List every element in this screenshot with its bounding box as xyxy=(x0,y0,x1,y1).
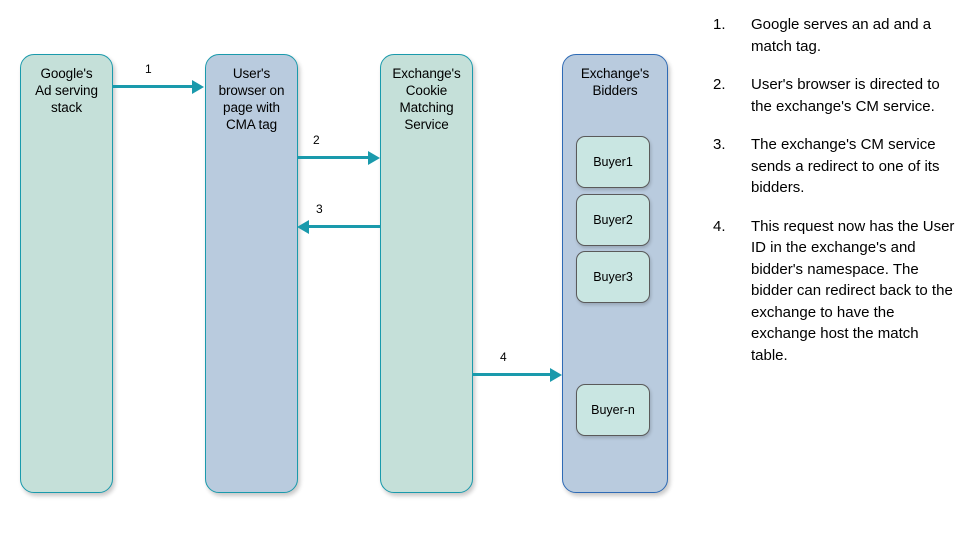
step-1-number: 1. xyxy=(713,16,726,33)
arrow-4-cms-to-bidders xyxy=(473,367,562,382)
lane-browser-label: User's browser on page with CMA tag xyxy=(218,66,285,132)
arrow-2-label: 2 xyxy=(313,133,320,147)
arrow-3-cms-to-browser xyxy=(297,219,380,234)
arrow-1-google-to-browser xyxy=(112,79,204,94)
arrow-2-browser-to-cms xyxy=(297,150,380,165)
lane-cms-label: Exchange's Cookie Matching Service xyxy=(392,66,461,132)
arrow-4-label: 4 xyxy=(500,350,507,364)
buyer-box-3[interactable]: Buyer3 xyxy=(576,251,650,303)
lane-user-browser: User's browser on page with CMA tag xyxy=(205,54,298,493)
step-2-number: 2. xyxy=(713,76,726,93)
lane-exchange-cookie-matching-service: Exchange's Cookie Matching Service xyxy=(380,54,473,493)
arrow-3-label: 3 xyxy=(316,202,323,216)
step-4-text: This request now has the User ID in the … xyxy=(751,217,955,364)
step-2-text: User's browser is directed to the exchan… xyxy=(751,76,940,115)
step-3-text: The exchange's CM service sends a redire… xyxy=(751,136,940,196)
arrow-1-label: 1 xyxy=(145,62,152,76)
step-item-4: 4. This request now has the User ID in t… xyxy=(705,216,955,367)
step-item-2: 2. User's browser is directed to the exc… xyxy=(705,74,955,117)
lane-bidders-label: Exchange's Bidders xyxy=(580,66,650,98)
lane-exchange-bidders: Exchange's Bidders Buyer1 Buyer2 Buyer3 … xyxy=(562,54,668,493)
buyer-box-1[interactable]: Buyer1 xyxy=(576,136,650,188)
step-item-1: 1. Google serves an ad and a match tag. xyxy=(705,14,955,57)
step-4-number: 4. xyxy=(713,217,726,235)
buyer-box-n[interactable]: Buyer-n xyxy=(576,384,650,436)
lane-google-label: Google's Ad serving stack xyxy=(35,66,98,115)
numbered-steps-list: 1. Google serves an ad and a match tag. … xyxy=(705,14,955,383)
buyer-box-2[interactable]: Buyer2 xyxy=(576,194,650,246)
lane-google-ad-serving-stack: Google's Ad serving stack xyxy=(20,54,113,493)
step-1-text: Google serves an ad and a match tag. xyxy=(751,16,932,55)
step-3-number: 3. xyxy=(713,136,726,153)
cookie-matching-flow-diagram: Google's Ad serving stack User's browser… xyxy=(20,54,668,493)
step-item-3: 3. The exchange's CM service sends a red… xyxy=(705,134,955,199)
